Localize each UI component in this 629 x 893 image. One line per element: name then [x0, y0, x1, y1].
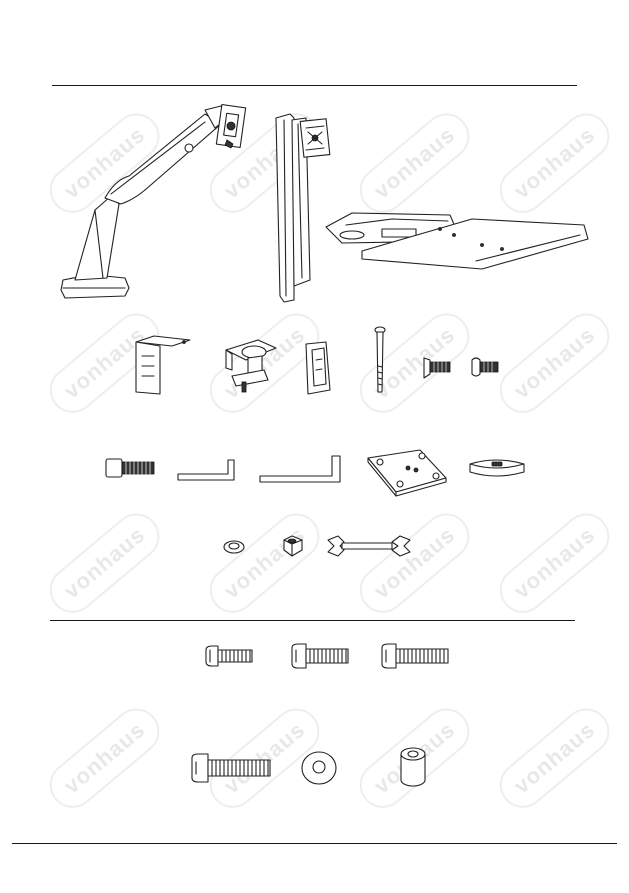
spring-washer	[223, 540, 245, 554]
slide-bracket	[305, 341, 331, 395]
spacer-plate	[469, 459, 525, 477]
watermark: vonhaus	[490, 503, 620, 623]
long-bolt	[374, 326, 386, 393]
hex-nut	[283, 535, 303, 557]
pole-with-vesa-plate	[275, 113, 331, 303]
watermark: vonhaus	[350, 503, 480, 623]
keyboard-tray	[325, 212, 589, 270]
m5-screw	[291, 643, 349, 669]
watermark: vonhaus	[490, 698, 620, 818]
m8-screw	[191, 753, 271, 783]
page-footer-rule	[12, 843, 617, 844]
watermark: vonhaus	[200, 503, 330, 623]
large-allen-key	[259, 455, 341, 483]
section-divider-middle	[50, 620, 575, 621]
watermark: vonhaus	[40, 503, 170, 623]
flat-washer	[301, 751, 337, 785]
base-plate	[367, 449, 447, 497]
countersunk-screw	[423, 357, 451, 379]
m6-screw	[381, 643, 449, 669]
spacer-sleeve	[400, 747, 426, 787]
watermark: vonhaus	[490, 303, 620, 423]
gas-spring-arm	[60, 103, 247, 299]
socket-cap-bolt	[105, 458, 155, 478]
small-allen-key	[177, 459, 235, 481]
open-end-wrench	[327, 535, 411, 557]
m4-screw	[205, 645, 253, 667]
watermark: vonhaus	[40, 698, 170, 818]
section-divider-top	[52, 85, 577, 86]
round-head-screw	[471, 357, 499, 377]
desk-clamp	[225, 339, 277, 393]
l-bracket	[135, 335, 191, 395]
watermark: vonhaus	[350, 303, 480, 423]
